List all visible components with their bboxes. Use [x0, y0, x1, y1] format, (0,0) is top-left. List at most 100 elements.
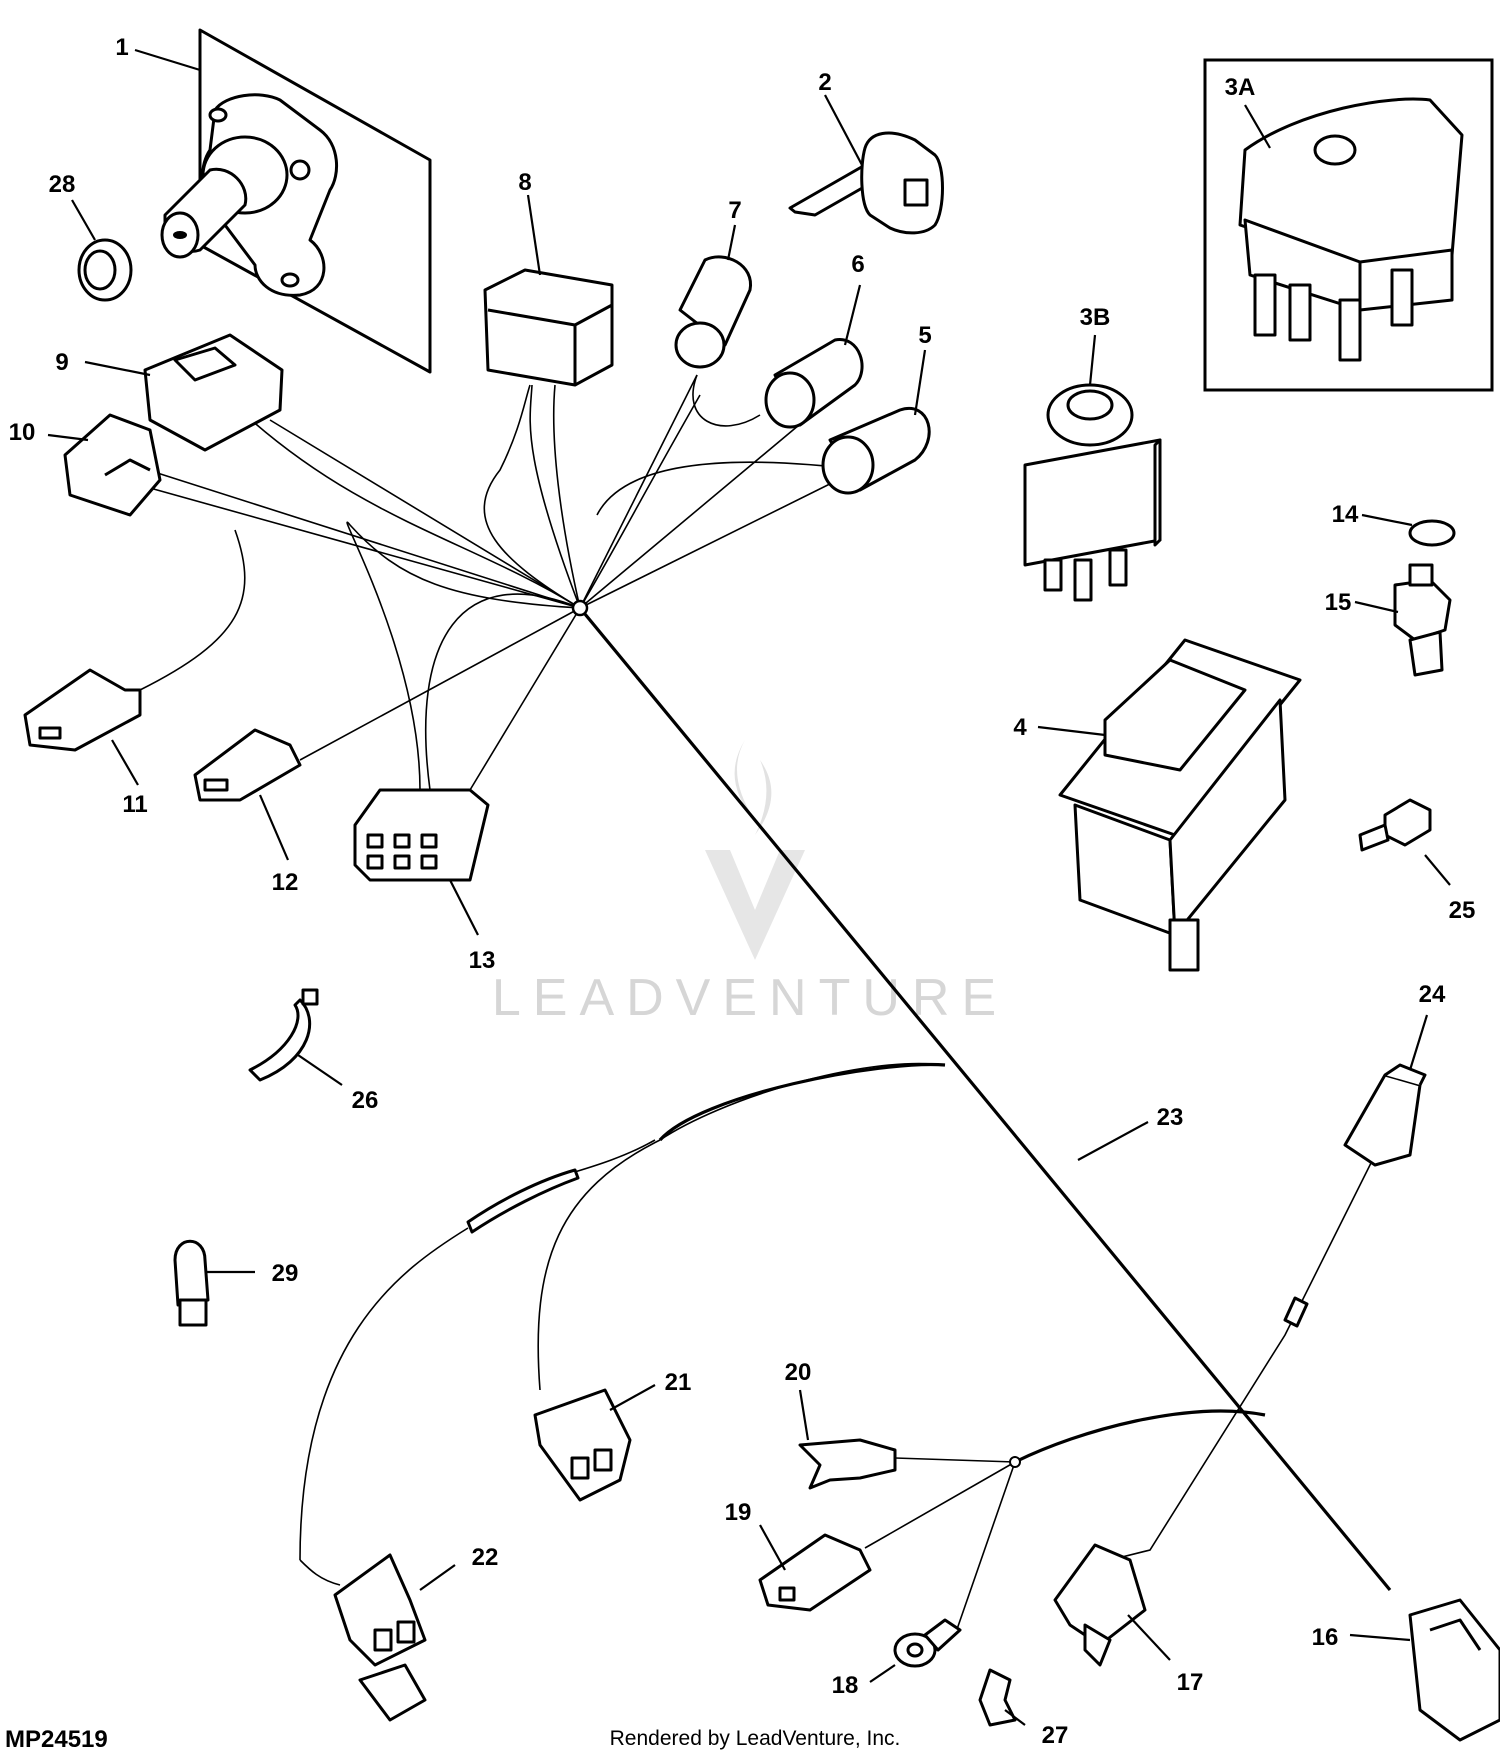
wire-7-6 — [692, 374, 761, 427]
callout-11: 11 — [122, 791, 147, 818]
watermark-text: LEADVENTURE — [492, 969, 1008, 1027]
leader-16 — [1349, 1633, 1411, 1642]
wire-to-13b — [469, 607, 581, 791]
wire-to-7b — [579, 394, 701, 609]
switch-3a-terminal-2 — [1288, 283, 1312, 342]
wire-to-19 — [864, 1461, 1016, 1549]
leader-lines — [47, 48, 1451, 1726]
wire-to-9 — [269, 419, 581, 609]
callout-20: 20 — [785, 1359, 812, 1386]
callout-12: 12 — [272, 869, 299, 896]
key-hole — [903, 178, 929, 207]
callout-2: 2 — [818, 69, 831, 96]
callout-6: 6 — [851, 251, 864, 278]
part-13-connector — [353, 788, 490, 882]
clip — [978, 1668, 1017, 1727]
switch-3a-terminal-4 — [1390, 268, 1414, 327]
connector-22-tab — [358, 1663, 427, 1722]
block-8 — [483, 268, 614, 387]
part-11-connector — [23, 668, 142, 752]
callout-29: 29 — [272, 1260, 299, 1287]
leader-6 — [843, 284, 862, 346]
connector-12-socket — [203, 778, 229, 792]
nut-inner — [83, 249, 117, 291]
wire-to-6 — [579, 419, 806, 609]
part-26-strap — [248, 988, 319, 1082]
part-21-connector — [533, 1388, 632, 1502]
leader-20 — [798, 1389, 810, 1441]
leader-13 — [449, 879, 479, 936]
wire-to-8b — [529, 384, 581, 609]
leader-8 — [526, 194, 542, 276]
connector-16 — [1408, 1598, 1500, 1742]
switch-3a-terminal-3 — [1338, 298, 1362, 362]
leader-9 — [84, 360, 151, 377]
callout-8: 8 — [518, 169, 531, 196]
leader-28 — [71, 199, 96, 241]
leader-24 — [1408, 1014, 1429, 1071]
callout-19: 19 — [725, 1499, 752, 1526]
wire-to-12 — [299, 607, 581, 761]
leader-19 — [759, 1524, 786, 1571]
part-7-cylinder — [674, 255, 752, 369]
leader-23 — [1077, 1121, 1149, 1161]
leader-26 — [297, 1054, 343, 1086]
part-10-connector — [63, 413, 162, 517]
leader-17 — [1127, 1614, 1171, 1661]
callout-18: 18 — [832, 1672, 859, 1699]
fork-terminal — [798, 1438, 897, 1490]
part-19-connector — [758, 1533, 872, 1612]
switch-3b-side — [1153, 438, 1162, 547]
splice-node — [1009, 1456, 1021, 1468]
switch-3b-terminal-3 — [1108, 548, 1128, 587]
connector-10-edge — [104, 458, 151, 477]
part-17-connector — [1053, 1543, 1147, 1667]
pin-5 — [393, 854, 411, 870]
render-credit: Rendered by LeadVenture, Inc. — [610, 1727, 901, 1750]
callout-27: 27 — [1042, 1722, 1069, 1749]
part-15-sensor — [1393, 563, 1452, 677]
callout-26: 26 — [352, 1087, 379, 1114]
wire-to-18 — [954, 1461, 1016, 1636]
part-1-ignition-switch — [160, 28, 432, 374]
leader-10 — [47, 433, 89, 442]
pin-2 — [393, 833, 411, 849]
callout-7: 7 — [728, 197, 741, 224]
ring-crimp — [923, 1618, 962, 1652]
connector-21-socket-1 — [570, 1456, 590, 1480]
cylinder-6-end — [764, 371, 816, 429]
rocker-terminal — [1168, 918, 1200, 972]
callout-23: 23 — [1157, 1104, 1184, 1131]
wire-to-13c — [346, 521, 581, 791]
cylinder-5-end — [821, 435, 875, 495]
connector-22-socket-2 — [396, 1620, 416, 1644]
part-2-key — [788, 131, 944, 235]
part-3a-switch — [1203, 58, 1494, 392]
flange-hole-bottom — [280, 272, 300, 288]
wire-to-13a — [424, 593, 581, 791]
part-22-connector — [333, 1553, 427, 1722]
connector-24 — [1343, 1073, 1422, 1167]
connector-21-socket-2 — [593, 1448, 613, 1472]
connector-19-socket — [778, 1586, 796, 1602]
sensor-15-top — [1408, 563, 1434, 587]
watermark-logo — [734, 740, 772, 835]
leader-1 — [134, 48, 201, 72]
connector-10 — [63, 413, 162, 517]
callout-4: 4 — [1013, 714, 1027, 741]
branch-23-lower-tube — [658, 1062, 946, 1142]
callout-28: 28 — [49, 171, 76, 198]
leader-15 — [1354, 600, 1399, 614]
wire-to-5 — [579, 467, 863, 609]
figure-code: MP24519 — [5, 1726, 108, 1753]
flange-hole-right — [289, 159, 311, 181]
part-8-block — [483, 268, 614, 387]
sensor-25-hex — [1383, 798, 1432, 847]
pin-1 — [366, 833, 384, 849]
part-28-nut — [77, 238, 133, 302]
part-20-fork-terminal — [798, 1438, 897, 1490]
pin-4 — [366, 854, 384, 870]
switch-3a-body — [1238, 97, 1464, 267]
leader-12 — [258, 794, 290, 861]
